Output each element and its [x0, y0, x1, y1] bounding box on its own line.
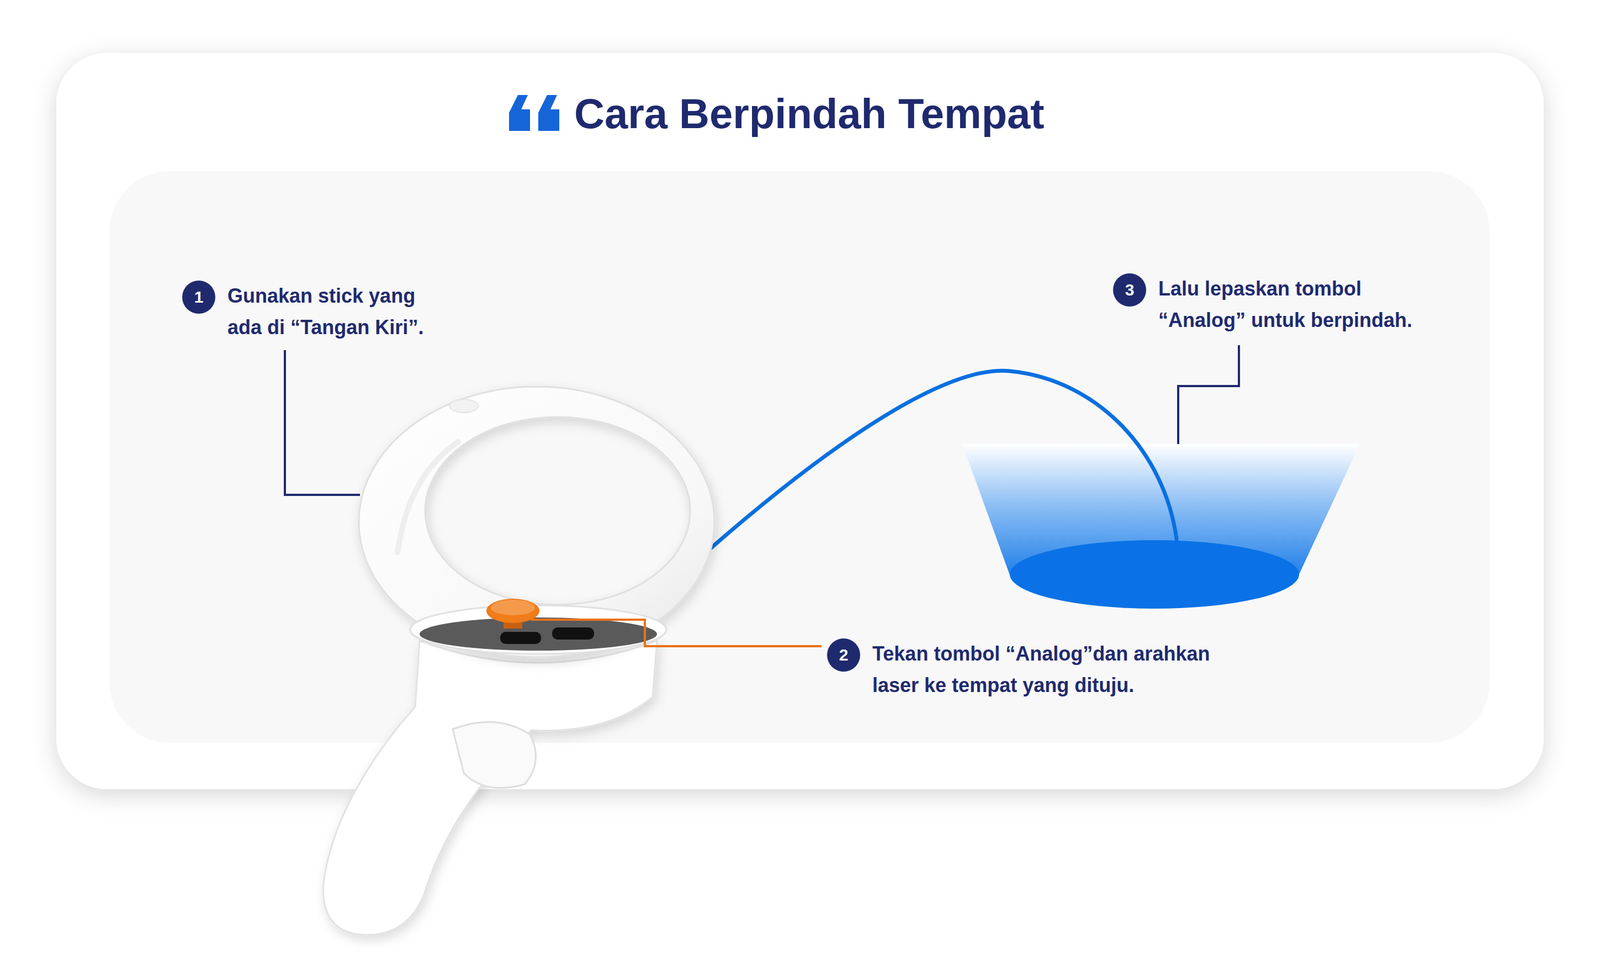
teleport-arc [711, 370, 1177, 548]
card [56, 53, 1544, 789]
vr-controller [323, 386, 715, 935]
callout-text: Gunakan stick yang ada di “Tangan Kiri”. [227, 279, 449, 343]
callout: 2 Tekan tombol “Analog”dan arahkan laser … [827, 638, 1232, 701]
teleport-target [962, 443, 1360, 609]
callout-text: Lalu lepaskan tombol “Analog” untuk berp… [1158, 272, 1424, 336]
quote-icon [509, 94, 560, 131]
inner-panel [109, 171, 1490, 743]
diagram-title: Cara Berpindah Tempat [574, 88, 1045, 139]
callout-number: 1 [182, 280, 216, 314]
callout: 1 Gunakan stick yang ada di “Tangan Kiri”… [182, 280, 449, 343]
callout-number: 3 [1113, 273, 1147, 307]
callout: 3 Lalu lepaskan tombol “Analog” untuk ber… [1113, 273, 1424, 336]
knob-leader-line [530, 619, 822, 646]
callout-number: 2 [827, 638, 861, 672]
callout-text: Tekan tombol “Analog”dan arahkan laser k… [872, 637, 1232, 701]
